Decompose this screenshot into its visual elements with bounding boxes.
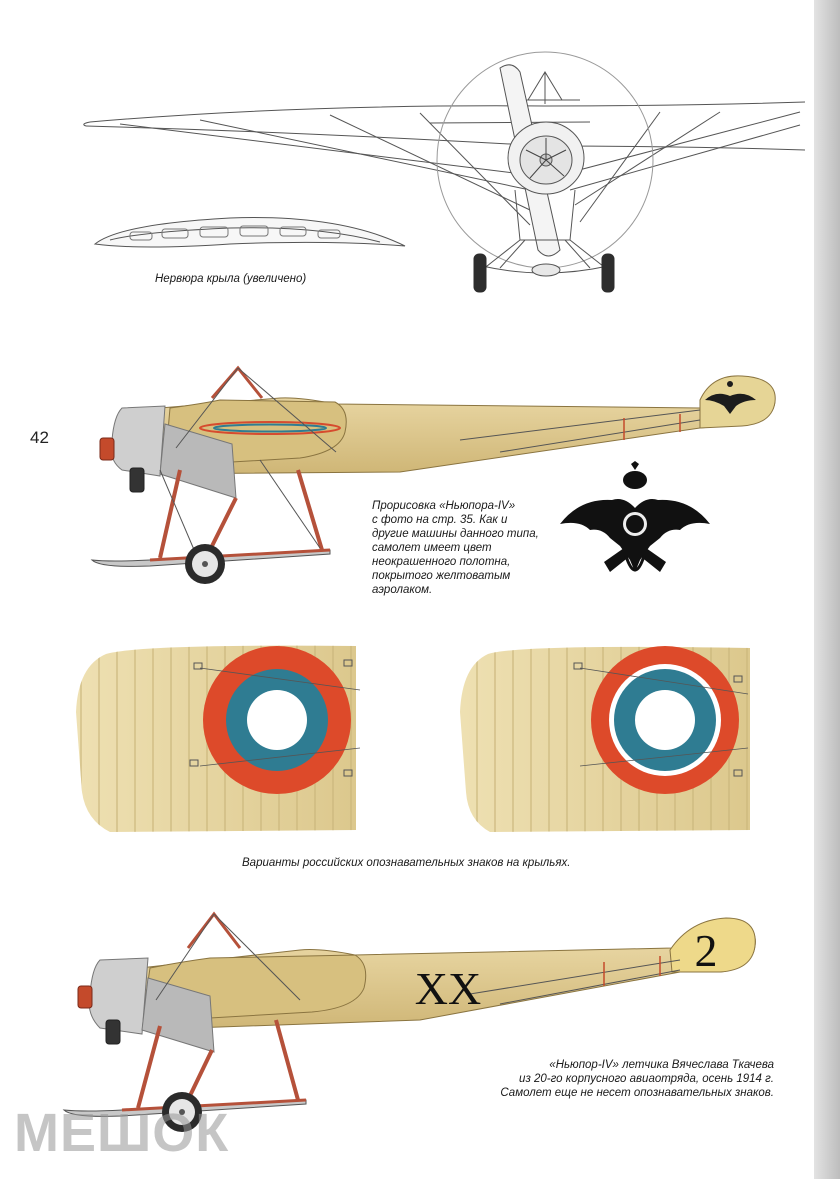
nieuport-iv-drawing-caption: Прорисовка «Ньюпора-IV» с фото на стр. 3… (372, 499, 539, 597)
caption-line: самолет имеет цвет (372, 542, 492, 554)
caption-line: другие машины данного типа, (372, 528, 539, 540)
fuselage-code-marking: XX (415, 963, 481, 1014)
front-view-drawing (83, 51, 806, 293)
page-edge (814, 0, 840, 1179)
nieuport-profile-1 (90, 365, 776, 584)
wing-rib-drawing (93, 217, 406, 248)
tkachev-nieuport-caption: «Ньюпор-IV» летчика Вячеслава Ткачева из… (440, 1058, 774, 1100)
caption-line: неокрашенного полотна, (372, 556, 511, 568)
caption-line: Самолет еще не несет опознавательных зна… (500, 1087, 774, 1099)
caption-line: аэролаком. (372, 584, 433, 596)
page-number: 42 (30, 428, 49, 447)
roundel-variants-caption: Варианты российских опознавательных знак… (242, 857, 571, 869)
caption-line: покрытого желтоватым (372, 570, 511, 582)
tail-eagle-emblem (705, 381, 756, 414)
right-wing-roundel (460, 646, 750, 832)
caption-line: «Ньюпор-IV» летчика Вячеслава Ткачева (549, 1059, 774, 1071)
imperial-eagle-emblem (560, 461, 710, 572)
meshok-watermark: МЕШОК (14, 1103, 230, 1163)
tail-number-marking: 2 (695, 925, 718, 976)
caption-line: из 20-го корпусного авиаотряда, осень 19… (519, 1073, 774, 1085)
nieuport-profile-2: XX 2 (62, 911, 756, 1132)
wing-rib-caption: Нервюра крыла (увеличено) (155, 273, 307, 285)
caption-line: Прорисовка «Ньюпора-IV» (372, 500, 516, 512)
left-wing-roundel (76, 645, 361, 832)
caption-line: с фото на стр. 35. Как и (372, 514, 508, 526)
